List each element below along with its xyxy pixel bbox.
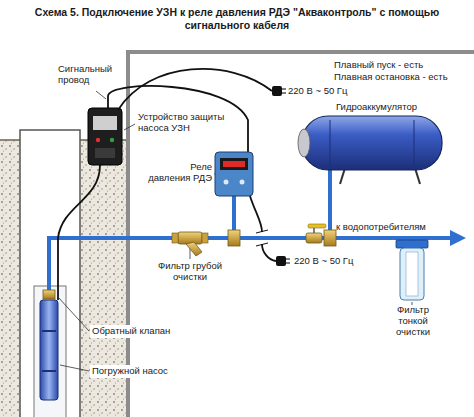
fitting-nut	[172, 233, 178, 243]
filter-label: Фильтр тонкой очистки	[382, 305, 444, 338]
fine-filter-cap	[396, 240, 428, 248]
relay-digits	[223, 161, 245, 167]
uzn-led	[110, 138, 114, 142]
pressure-relay	[215, 152, 253, 196]
plug-pin	[286, 262, 290, 264]
water-pipe	[49, 238, 458, 292]
pump-cable	[58, 165, 100, 300]
relay-tee	[228, 230, 240, 246]
relay-label: Реле давления РДЭ	[146, 162, 212, 184]
tank-pipe	[328, 168, 332, 238]
device-label: Устройство защиты насоса УЗН	[138, 112, 226, 134]
diagram-title: Схема 5. Подключение УЗН к реле давления…	[30, 6, 444, 31]
relay-power-cord	[250, 196, 276, 261]
feature-note: Плавная остановка - есть	[334, 72, 448, 83]
tank-label: Гидроаккумулятор	[336, 102, 417, 113]
valve-handle	[308, 224, 326, 228]
tank-tee	[324, 230, 336, 246]
power-cord	[118, 69, 272, 110]
plug-pin	[282, 88, 286, 90]
tank-flange	[298, 129, 310, 157]
power-plug	[272, 86, 282, 96]
submersible-pump	[40, 300, 58, 400]
pump-band	[42, 330, 56, 332]
house-wall	[128, 52, 474, 417]
leader-line	[96, 91, 106, 99]
part-label: Погружной насос	[90, 365, 170, 378]
coarse-filter-leg	[186, 242, 202, 256]
check-valve	[43, 290, 55, 299]
uzn-led	[96, 138, 100, 142]
pump-band	[42, 370, 56, 372]
uzn-socket	[95, 148, 115, 158]
uzn-device	[88, 108, 122, 165]
tank-seam	[330, 120, 331, 166]
fitting-nut	[202, 233, 208, 243]
valve-stem	[313, 228, 315, 233]
power-plug	[276, 256, 286, 266]
relay-display	[220, 158, 248, 170]
hydroaccumulator	[302, 116, 442, 170]
tank-seam	[414, 120, 415, 166]
feature-note: Плавный пуск - есть	[334, 60, 423, 71]
leader-line	[124, 124, 135, 130]
relay-button	[240, 180, 245, 185]
leader-line	[60, 365, 89, 371]
ball-valve	[306, 233, 322, 243]
leader-line	[58, 297, 89, 331]
uzn-panel	[93, 116, 117, 130]
direction-label: к водопотребителям	[336, 222, 426, 233]
plug-pin	[282, 92, 286, 94]
well-casing	[34, 286, 66, 417]
voltage-label: 220 В ~ 50 Гц	[288, 86, 347, 97]
voltage-label: 220 В ~ 50 Гц	[294, 256, 353, 267]
part-label: Обратный клапан	[90, 325, 172, 338]
relay-button	[224, 180, 229, 185]
break-mark	[256, 243, 268, 246]
plug-pin	[286, 258, 290, 260]
filter-cartridge	[406, 252, 418, 296]
break-mark	[256, 230, 268, 233]
filter-label: Фильтр грубой очистки	[150, 261, 230, 283]
fine-filter-bowl	[400, 248, 424, 300]
coarse-filter	[178, 232, 202, 244]
wire-label: Сигнальный провод	[58, 64, 118, 86]
